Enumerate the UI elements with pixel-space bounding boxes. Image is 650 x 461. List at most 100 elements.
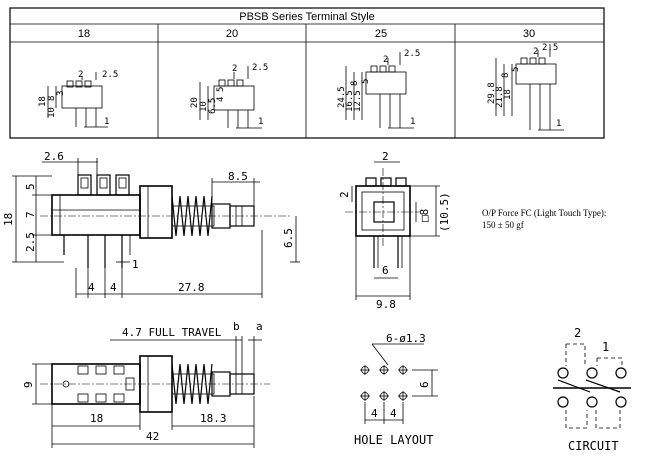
dim-front-height-bot: 2.5 <box>24 232 37 252</box>
circuit-title: CIRCUIT <box>568 439 619 453</box>
table-frame <box>9 7 605 139</box>
dim-front-pin-width: 1 <box>132 258 139 271</box>
dim-20-top-left: 2 <box>232 64 237 74</box>
pcb-hole <box>379 365 389 375</box>
circuit-contact <box>615 367 627 379</box>
dim-20-small: 4 <box>216 97 226 102</box>
pcb-hole <box>398 365 408 375</box>
circuit-pole-2-label: 2 <box>574 326 581 340</box>
dim-hole-pitch-1: 4 <box>371 407 378 420</box>
dim-30-small2: 5 <box>511 67 521 72</box>
dim-18-top-left: 2 <box>78 70 83 80</box>
dim-18-side-inner-bottom: 10 <box>47 107 57 118</box>
terminal-sketch-25 <box>345 52 414 129</box>
circuit-contact <box>586 367 598 379</box>
dim-18-side-outer: 18 <box>38 96 48 107</box>
dim-end-pin-span: 6 <box>382 264 389 277</box>
dim-18-tail: 1 <box>104 117 109 127</box>
frame-housing <box>139 185 173 239</box>
dim-18-side-inner-top: 8 <box>47 96 57 101</box>
dim-20-top-right: 2.5 <box>252 63 268 73</box>
dim-18-top-right: 2.5 <box>102 70 118 80</box>
dim-20-side-inner-top: 10 <box>199 101 209 112</box>
circuit-contact <box>557 396 569 408</box>
dim-25-tail: 1 <box>410 117 415 127</box>
dim-25-small: 8 <box>350 81 360 86</box>
front-view-drawing <box>12 158 300 298</box>
dim-25-side-inner-bottom: 12.5 <box>353 90 363 112</box>
position-a-label: a <box>256 320 263 333</box>
dim-end-height: (10.5) <box>438 192 451 232</box>
dim-25-small2: 5 <box>361 79 371 84</box>
terminal-style-table: PBSB Series Terminal Style 18 20 25 30 2… <box>9 7 605 139</box>
dim-20-side-inner-bottom: 6.5 <box>208 98 218 114</box>
dim-front-pin-pitch-2: 4 <box>110 281 117 294</box>
dim-hole-pitch-2: 4 <box>390 407 397 420</box>
dim-18-small2: 3 <box>56 91 66 96</box>
return-spring <box>171 195 213 237</box>
dim-front-stem-offset: 6.5 <box>282 228 295 248</box>
pcb-hole <box>398 391 408 401</box>
top-terminal <box>77 174 92 196</box>
position-b-label: b <box>233 320 240 333</box>
pcb-hole <box>360 391 370 401</box>
dim-30-side-outer: 29.8 <box>487 82 497 104</box>
dim-front-height-top: 5 <box>24 183 37 190</box>
dim-20-tail: 1 <box>258 117 263 127</box>
dim-25-top-right: 2.5 <box>404 49 420 59</box>
top-terminal <box>96 174 111 196</box>
terminal-sketch-30 <box>495 44 564 131</box>
top-terminal <box>115 174 130 196</box>
dim-30-top-left: 2 <box>533 47 538 57</box>
dim-30-side-inner-bottom: 18 <box>503 89 513 100</box>
full-travel-label: 4.7 FULL TRAVEL <box>122 326 222 339</box>
switch-body <box>51 194 141 236</box>
hole-layout-title: HOLE LAYOUT <box>354 433 433 447</box>
dim-front-top-width: 2.6 <box>44 150 64 163</box>
end-view-drawing <box>345 161 440 300</box>
dim-25-side-outer: 24.5 <box>337 86 347 108</box>
column-header-20: 20 <box>226 28 238 40</box>
column-header-18: 18 <box>78 28 90 40</box>
dim-front-body-len: 27.8 <box>178 281 205 294</box>
dim-20-small2: 5 <box>216 87 226 92</box>
circuit-pole-1-label: 1 <box>602 340 609 354</box>
operating-force-title: O/P Force FC (Light Touch Type): <box>482 208 606 218</box>
bottom-view-drawing <box>32 336 270 448</box>
table-title: PBSB Series Terminal Style <box>239 11 375 23</box>
dim-25-side-inner-top: 16.5 <box>345 90 355 112</box>
dim-20-side-outer: 20 <box>190 97 200 108</box>
pcb-hole <box>379 391 389 401</box>
circuit-contact <box>615 396 627 408</box>
dim-30-tail: 1 <box>556 119 561 129</box>
dim-end-square: □8 <box>418 209 431 222</box>
dim-bottom-height: 9 <box>22 381 35 388</box>
dim-25-top-left: 2 <box>383 55 388 65</box>
dim-end-top: 2 <box>382 150 389 163</box>
pcb-hole <box>360 365 370 375</box>
operating-force-value: 150 ± 50 gf <box>482 220 524 230</box>
dim-30-top-right: 2.5 <box>542 43 558 53</box>
dim-30-side-inner-top: 21.8 <box>495 86 505 108</box>
dim-hole-row-gap: 6 <box>418 381 431 388</box>
dim-front-plunger-len: 8.5 <box>228 170 248 183</box>
dim-30-small: 8 <box>501 73 511 78</box>
circuit-diagram <box>553 343 631 429</box>
dim-end-width: 9.8 <box>376 298 396 311</box>
circuit-contact <box>586 396 598 408</box>
terminal-sketch-18 <box>47 72 108 128</box>
dim-front-height-total: 18 <box>2 213 15 226</box>
column-header-25: 25 <box>375 28 387 40</box>
circuit-contact <box>557 367 569 379</box>
terminal-sketch-20 <box>199 66 262 129</box>
dim-end-left: 2 <box>338 191 351 198</box>
dim-bottom-body: 18 <box>90 412 103 425</box>
dim-front-height-mid: 7 <box>24 211 37 218</box>
dim-front-pin-pitch-1: 4 <box>88 281 95 294</box>
hole-layout-drawing <box>360 343 438 424</box>
dim-bottom-total: 42 <box>146 430 159 443</box>
dim-bottom-stem: 18.3 <box>200 412 227 425</box>
column-header-30: 30 <box>523 28 535 40</box>
hole-spec-label: 6-ø1.3 <box>386 332 426 345</box>
